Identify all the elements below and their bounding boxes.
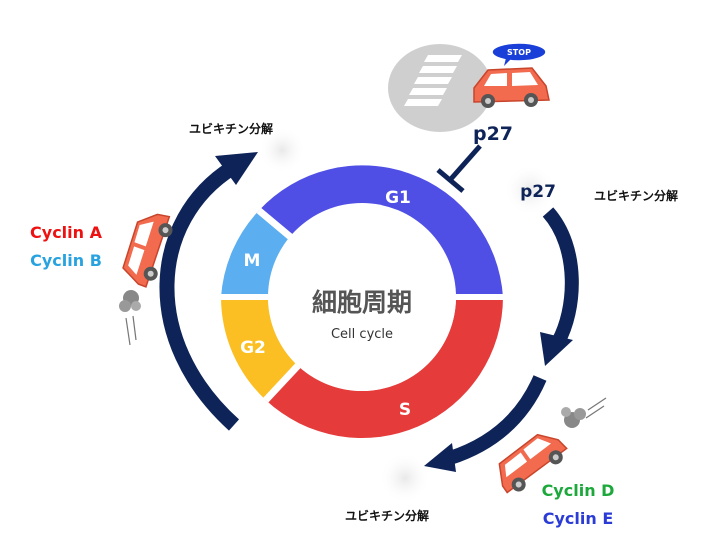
- phase-ring: [220, 165, 503, 439]
- exhaust-smoke-left: [119, 290, 141, 346]
- cyclin-d-label: Cyclin D: [542, 481, 615, 500]
- car-uphill-left-icon: [122, 213, 173, 288]
- arrowhead-bottom: [424, 443, 456, 472]
- center-title: 細胞周期: [312, 288, 412, 317]
- stop-sign-text: STOP: [507, 48, 531, 57]
- phase-label-g1: G1: [385, 188, 411, 208]
- p27-label: p27: [473, 123, 513, 145]
- phase-segment-g2: [220, 297, 298, 401]
- arrowhead-right: [540, 332, 573, 366]
- phase-label-m: M: [244, 251, 261, 271]
- exhaust-smoke-right: [561, 397, 607, 428]
- p27-inhibition: [436, 144, 482, 193]
- cyclin-b-label: Cyclin B: [30, 251, 102, 270]
- smoke-cloud: [258, 126, 306, 174]
- ubiquitin-label-right: ユビキチン分解: [594, 188, 678, 203]
- arrowhead-left: [215, 152, 258, 185]
- smoke-cloud: [379, 452, 431, 504]
- phase-label-s: S: [399, 400, 411, 420]
- cyclin-a-label: Cyclin A: [30, 223, 103, 242]
- stopped-car-icon: [473, 42, 550, 108]
- degradation-arrow-left: [159, 161, 240, 431]
- car-downhill-right-icon: [498, 433, 568, 494]
- p27-degradation-label: p27: [520, 182, 556, 202]
- smoke-cloud: [504, 164, 556, 216]
- phase-segment-s: [265, 297, 503, 439]
- crosswalk-illustration: [388, 44, 492, 132]
- center-subtitle: Cell cycle: [331, 327, 393, 342]
- degradation-arrow-right-upper: [542, 207, 579, 346]
- ubiquitin-label-bottom: ユビキチン分解: [345, 508, 429, 523]
- phase-label-g2: G2: [240, 338, 266, 358]
- degradation-arrow-bottom: [447, 375, 547, 465]
- ubiquitin-label-top-left: ユビキチン分解: [189, 121, 273, 136]
- cyclin-e-label: Cyclin E: [543, 509, 614, 528]
- phase-segment-g1: [258, 165, 503, 297]
- phase-segment-m: [221, 210, 294, 297]
